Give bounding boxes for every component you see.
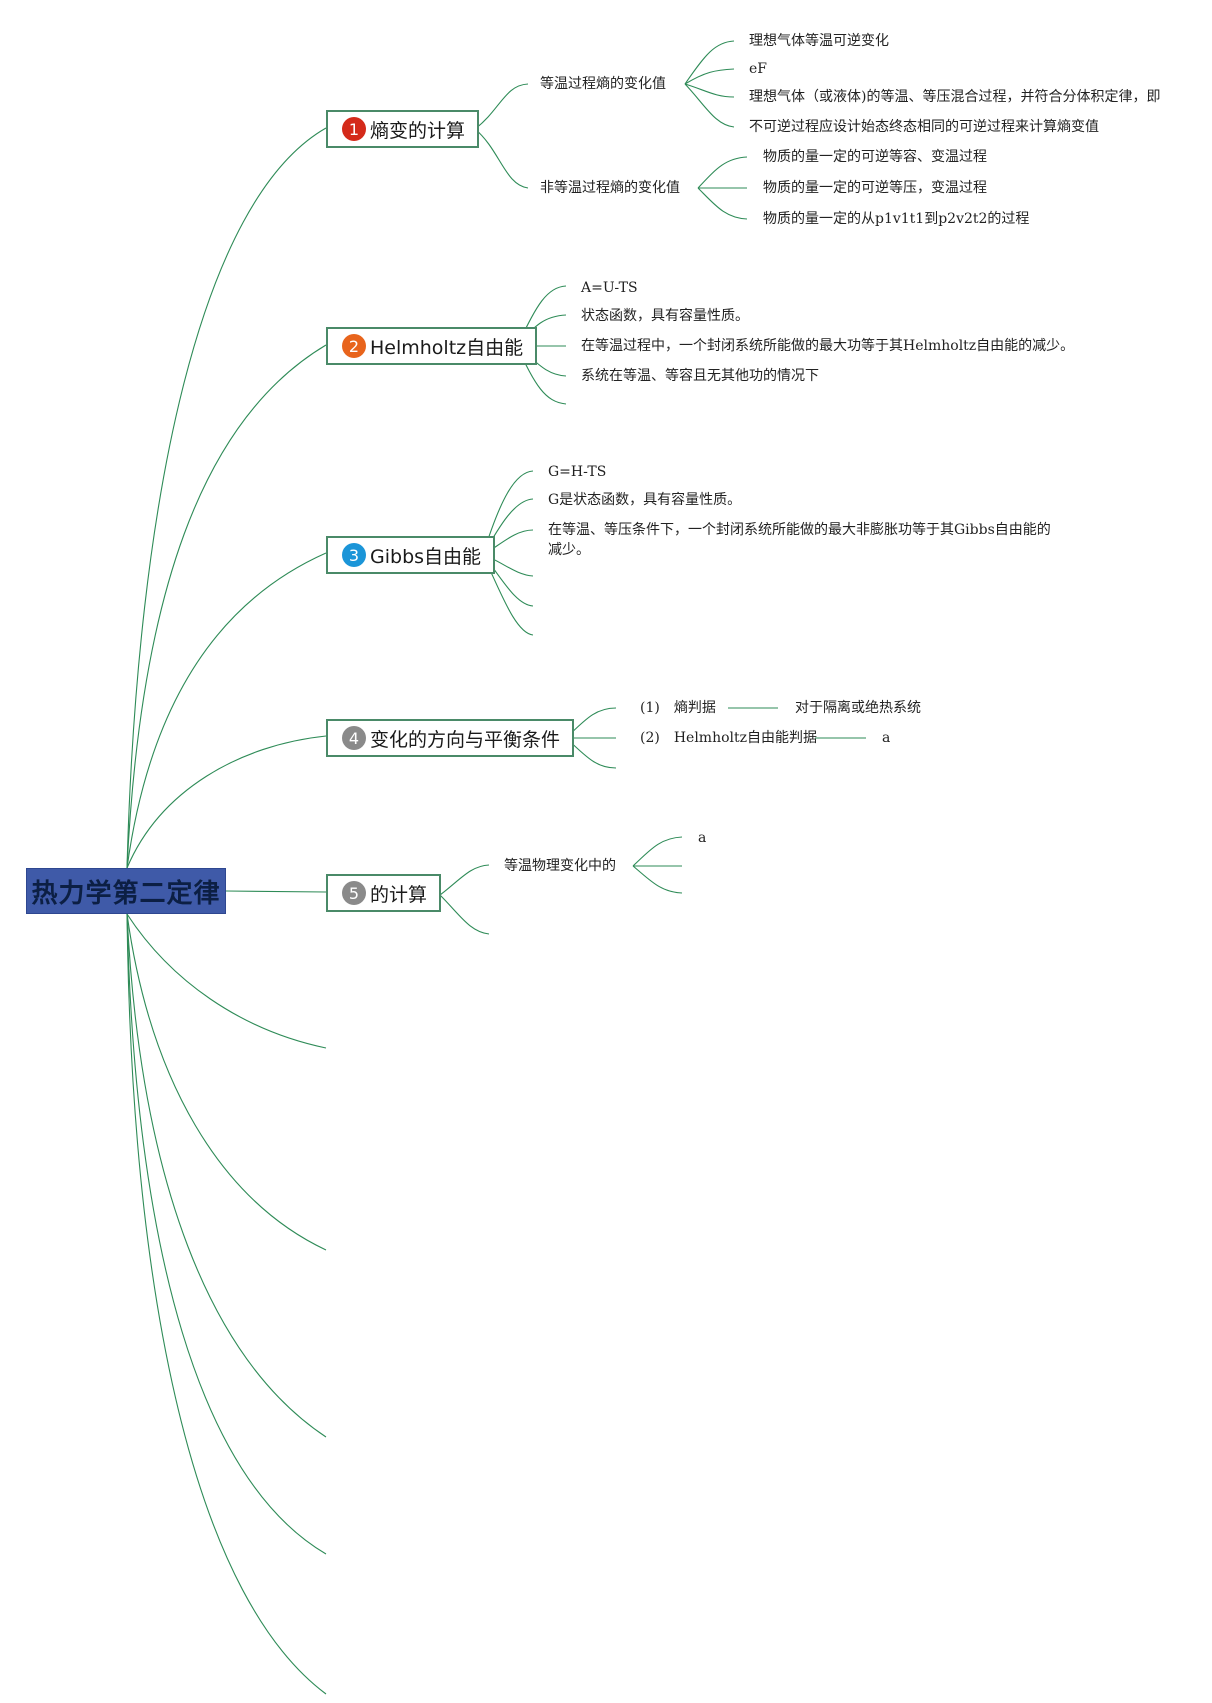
topic-label: Gibbs自由能: [370, 545, 482, 568]
topic-helmholtz[interactable]: 2 Helmholtz自由能: [326, 327, 538, 365]
item-label[interactable]: G=H-TS: [548, 464, 607, 480]
item-label[interactable]: 理想气体（或液体)的等温、等压混合过程，并符合分体积定律，即: [749, 89, 1161, 105]
link-sub1-item2: [684, 68, 735, 85]
link-root-empty-5: [126, 913, 327, 1695]
item-label[interactable]: G是状态函数，具有容量性质。: [548, 492, 742, 508]
item-label[interactable]: 物质的量一定的从p1v1t1到p2v2t2的过程: [763, 211, 1030, 227]
link-root-topic5: [225, 890, 327, 893]
subtopic-isothermal-physical[interactable]: 等温物理变化中的: [504, 858, 616, 874]
topic-label: 变化的方向与平衡条件: [370, 728, 561, 751]
topic-calculation[interactable]: 5 的计算: [326, 874, 442, 912]
criterion-entropy[interactable]: (1) 熵判据: [640, 700, 716, 716]
item-label[interactable]: 物质的量一定的可逆等容、变温过程: [763, 149, 987, 165]
link-sub5-empty-2: [632, 865, 683, 894]
link-sub2-item1: [697, 156, 748, 189]
link-root-empty-3: [126, 913, 327, 1438]
item-label[interactable]: 理想气体等温可逆变化: [749, 33, 889, 49]
item-label[interactable]: A=U-TS: [581, 280, 638, 296]
link-root-empty-2: [126, 913, 327, 1251]
link-root-empty-4: [126, 913, 327, 1555]
link-t5-empty: [439, 894, 490, 935]
link-sub2-item3: [697, 187, 748, 220]
number-badge-3: 3: [342, 543, 366, 567]
item-label[interactable]: 状态函数，具有容量性质。: [581, 308, 749, 324]
topic-direction-equilibrium[interactable]: 4 变化的方向与平衡条件: [326, 719, 575, 757]
criterion-detail[interactable]: 对于隔离或绝热系统: [795, 700, 921, 716]
item-label[interactable]: 系统在等温、等容且无其他功的情况下: [581, 368, 819, 384]
root-label: 热力学第二定律: [31, 878, 221, 909]
criterion-helmholtz[interactable]: (2) Helmholtz自由能判据: [640, 730, 818, 746]
item-label[interactable]: 在等温、等压条件下，一个封闭系统所能做的最大非膨胀功等于其Gibbs自由能的减少…: [548, 522, 1051, 558]
link-sub5-item1: [632, 836, 683, 867]
link-sub1-item4: [684, 83, 735, 128]
item-label[interactable]: 不可逆过程应设计始态终态相同的可逆过程来计算熵变值: [749, 119, 1099, 135]
link-root-topic3: [126, 552, 327, 869]
link-t5-sub: [439, 864, 490, 896]
item-label[interactable]: a: [698, 830, 707, 846]
number-badge-4: 4: [342, 726, 366, 750]
item-label[interactable]: eF: [749, 61, 767, 77]
item-label[interactable]: 在等温过程中，一个封闭系统所能做的最大功等于其Helmholtz自由能的减少。: [581, 338, 1075, 354]
number-badge-5: 5: [342, 881, 366, 905]
link-root-topic1: [126, 127, 327, 869]
root-topic[interactable]: 热力学第二定律: [26, 868, 226, 914]
subtopic-isothermal-entropy[interactable]: 等温过程熵的变化值: [540, 76, 666, 92]
subtopic-nonisothermal-entropy[interactable]: 非等温过程熵的变化值: [540, 180, 680, 196]
topic-label: 熵变的计算: [370, 119, 466, 142]
topic-gibbs[interactable]: 3 Gibbs自由能: [326, 536, 496, 574]
criterion-detail[interactable]: a: [882, 730, 891, 746]
topic-entropy-calculation[interactable]: 1 熵变的计算: [326, 110, 480, 148]
link-sub1-item3: [684, 83, 735, 98]
topic-label: Helmholtz自由能: [370, 336, 524, 359]
number-badge-2: 2: [342, 334, 366, 358]
link-sub1-item1: [684, 40, 735, 85]
link-root-topic4: [126, 735, 327, 869]
link-root-topic2: [126, 344, 327, 869]
link-t1-sub2: [474, 128, 529, 189]
link-t1-sub1: [474, 83, 529, 130]
item-label[interactable]: 物质的量一定的可逆等压，变温过程: [763, 180, 987, 196]
number-badge-1: 1: [342, 117, 366, 141]
topic-label: 的计算: [370, 883, 428, 906]
link-root-empty-1: [126, 913, 327, 1049]
